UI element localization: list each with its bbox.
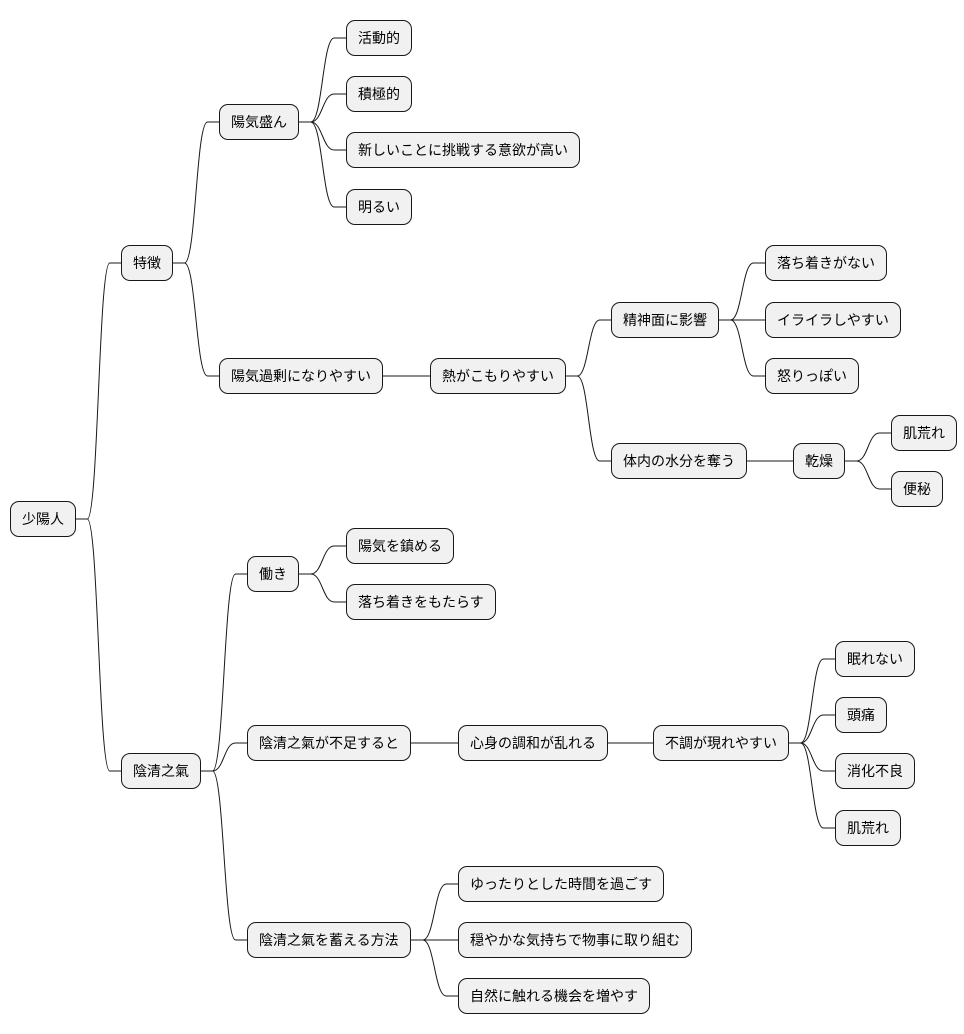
- node-dry-skin: 肌荒れ: [891, 415, 957, 451]
- node-deficiency: 陰清之氣が不足すると: [247, 725, 411, 761]
- node-bring-calm: 落ち着きをもたらす: [346, 584, 496, 620]
- node-eager: 新しいことに挑戦する意欲が高い: [346, 132, 580, 168]
- node-yang-excess: 陽気過剰になりやすい: [219, 358, 383, 394]
- node-cheerful: 明るい: [346, 189, 412, 225]
- node-heat: 熱がこもりやすい: [430, 358, 566, 394]
- node-yin: 陰清之氣: [121, 753, 201, 789]
- node-angry: 怒りっぽい: [765, 358, 859, 394]
- connector-node-restless: [719, 262, 765, 321]
- node-dryness: 乾燥: [793, 443, 845, 479]
- connector-node-nature: [411, 939, 458, 997]
- node-moisture: 体内の水分を奪う: [611, 443, 747, 479]
- connector-node-function: [201, 573, 247, 772]
- node-restless: 落ち着きがない: [765, 245, 887, 281]
- connector-node-relax: [411, 883, 458, 941]
- connector-node-indigestion: [789, 742, 835, 772]
- connector-node-calm-yang: [299, 545, 346, 575]
- connector-node-headache: [789, 714, 835, 744]
- node-indigestion: 消化不良: [835, 753, 915, 789]
- connector-node-cheerful: [299, 121, 346, 208]
- node-constipation: 便秘: [891, 471, 943, 507]
- connector-node-moisture: [566, 375, 611, 462]
- connector-node-mental: [566, 319, 611, 377]
- node-proactive: 積極的: [346, 76, 412, 112]
- node-insomnia: 眠れない: [835, 641, 915, 677]
- connector-node-dry-skin: [845, 432, 891, 462]
- connector-node-active: [299, 37, 346, 123]
- node-yang-flourishing: 陽気盛ん: [219, 104, 299, 140]
- node-function: 働き: [247, 556, 299, 592]
- node-relax: ゆったりとした時間を過ごす: [458, 866, 665, 902]
- node-symptoms: 不調が現れやすい: [653, 725, 789, 761]
- node-symptom-skin: 肌荒れ: [835, 810, 901, 846]
- node-active: 活動的: [346, 20, 412, 56]
- connector-node-proactive: [299, 93, 346, 123]
- connector-node-deficiency: [201, 742, 247, 772]
- connector-node-eager: [299, 121, 346, 151]
- node-nature: 自然に触れる機会を増やす: [458, 978, 650, 1014]
- connector-node-features: [76, 262, 121, 520]
- connector-node-bring-calm: [299, 573, 346, 603]
- connector-node-methods: [201, 770, 247, 941]
- node-imbalance: 心身の調和が乱れる: [458, 725, 608, 761]
- connector-node-angry: [719, 319, 765, 377]
- connector-node-constipation: [845, 460, 891, 490]
- node-mental: 精神面に影響: [611, 302, 719, 338]
- node-headache: 頭痛: [835, 697, 887, 733]
- node-root: 少陽人: [10, 501, 76, 537]
- connector-node-symptom-skin: [789, 742, 835, 829]
- node-methods: 陰清之氣を蓄える方法: [247, 922, 411, 958]
- connector-node-yin: [76, 518, 121, 772]
- connector-node-yang-flourishing: [173, 121, 219, 264]
- connector-node-yang-excess: [173, 262, 219, 377]
- node-calm-mind: 穏やかな気持ちで物事に取り組む: [458, 922, 692, 958]
- connector-node-insomnia: [789, 658, 835, 744]
- node-features: 特徴: [121, 245, 173, 281]
- node-calm-yang: 陽気を鎮める: [346, 528, 454, 564]
- node-irritable: イライラしやすい: [765, 302, 901, 338]
